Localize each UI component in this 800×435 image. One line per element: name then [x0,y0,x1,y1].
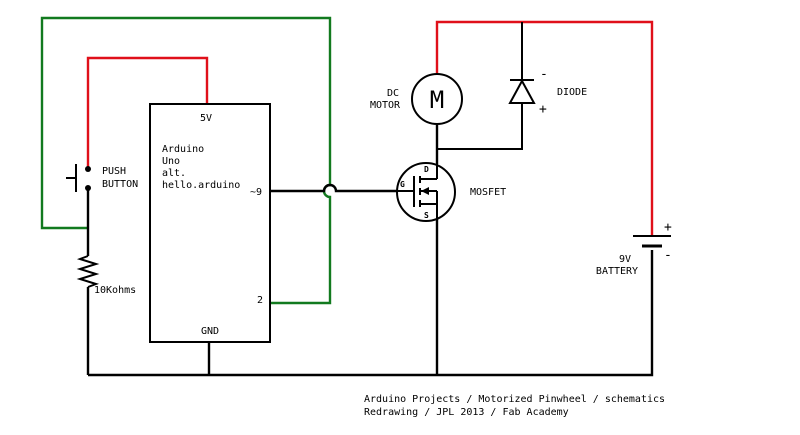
mosfet-gate-label: G [400,180,405,189]
arduino-name-line-4: hello.arduino [162,180,240,191]
push-button-label-2: BUTTON [102,179,138,190]
resistor-symbol: 10Kohms [76,255,136,296]
arduino-pin-2: 2 [257,295,263,306]
diode-minus-sign: - [540,67,548,82]
motor-symbol: M DC MOTOR [370,73,463,125]
black-wires [86,22,654,377]
battery-symbol: + - 9V BATTERY [596,220,672,277]
arduino-pin-gnd: GND [201,326,219,337]
motor-label-1: DC [387,88,399,99]
push-button-symbol: PUSH BUTTON [66,164,138,192]
mosfet-label: MOSFET [470,187,506,198]
arduino-name-line-2: Uno [162,156,180,167]
red-wire-battery [435,20,654,235]
arduino-name-line-1: Arduino [162,144,204,155]
credits-line-1: Arduino Projects / Motorized Pinwheel / … [364,394,665,405]
arduino-board: Arduino Uno alt. hello.arduino 5V ~9 2 G… [149,103,271,343]
motor-m-glyph: M [430,86,444,114]
battery-label-1: 9V [619,254,631,265]
arduino-pin-9: ~9 [250,187,262,198]
battery-minus-sign: - [664,248,672,263]
credits: Arduino Projects / Motorized Pinwheel / … [364,394,665,418]
credits-line-2: Redrawing / JPL 2013 / Fab Academy [364,407,569,418]
diode-symbol: - + DIODE [508,67,587,117]
motor-label-2: MOTOR [370,100,401,111]
mosfet-symbol: G D S MOSFET [396,162,506,222]
resistor-label: 10Kohms [94,285,136,296]
arduino-pin-5v: 5V [200,113,212,124]
mosfet-source-label: S [424,211,429,220]
diode-label: DIODE [557,87,587,98]
battery-plus-sign: + [664,220,672,235]
diode-plus-sign: + [539,102,547,117]
arduino-name-line-3: alt. [162,168,186,179]
push-button-label-1: PUSH [102,166,126,177]
red-wire-5v [86,56,209,168]
mosfet-drain-label: D [424,165,429,174]
battery-label-2: BATTERY [596,266,638,277]
